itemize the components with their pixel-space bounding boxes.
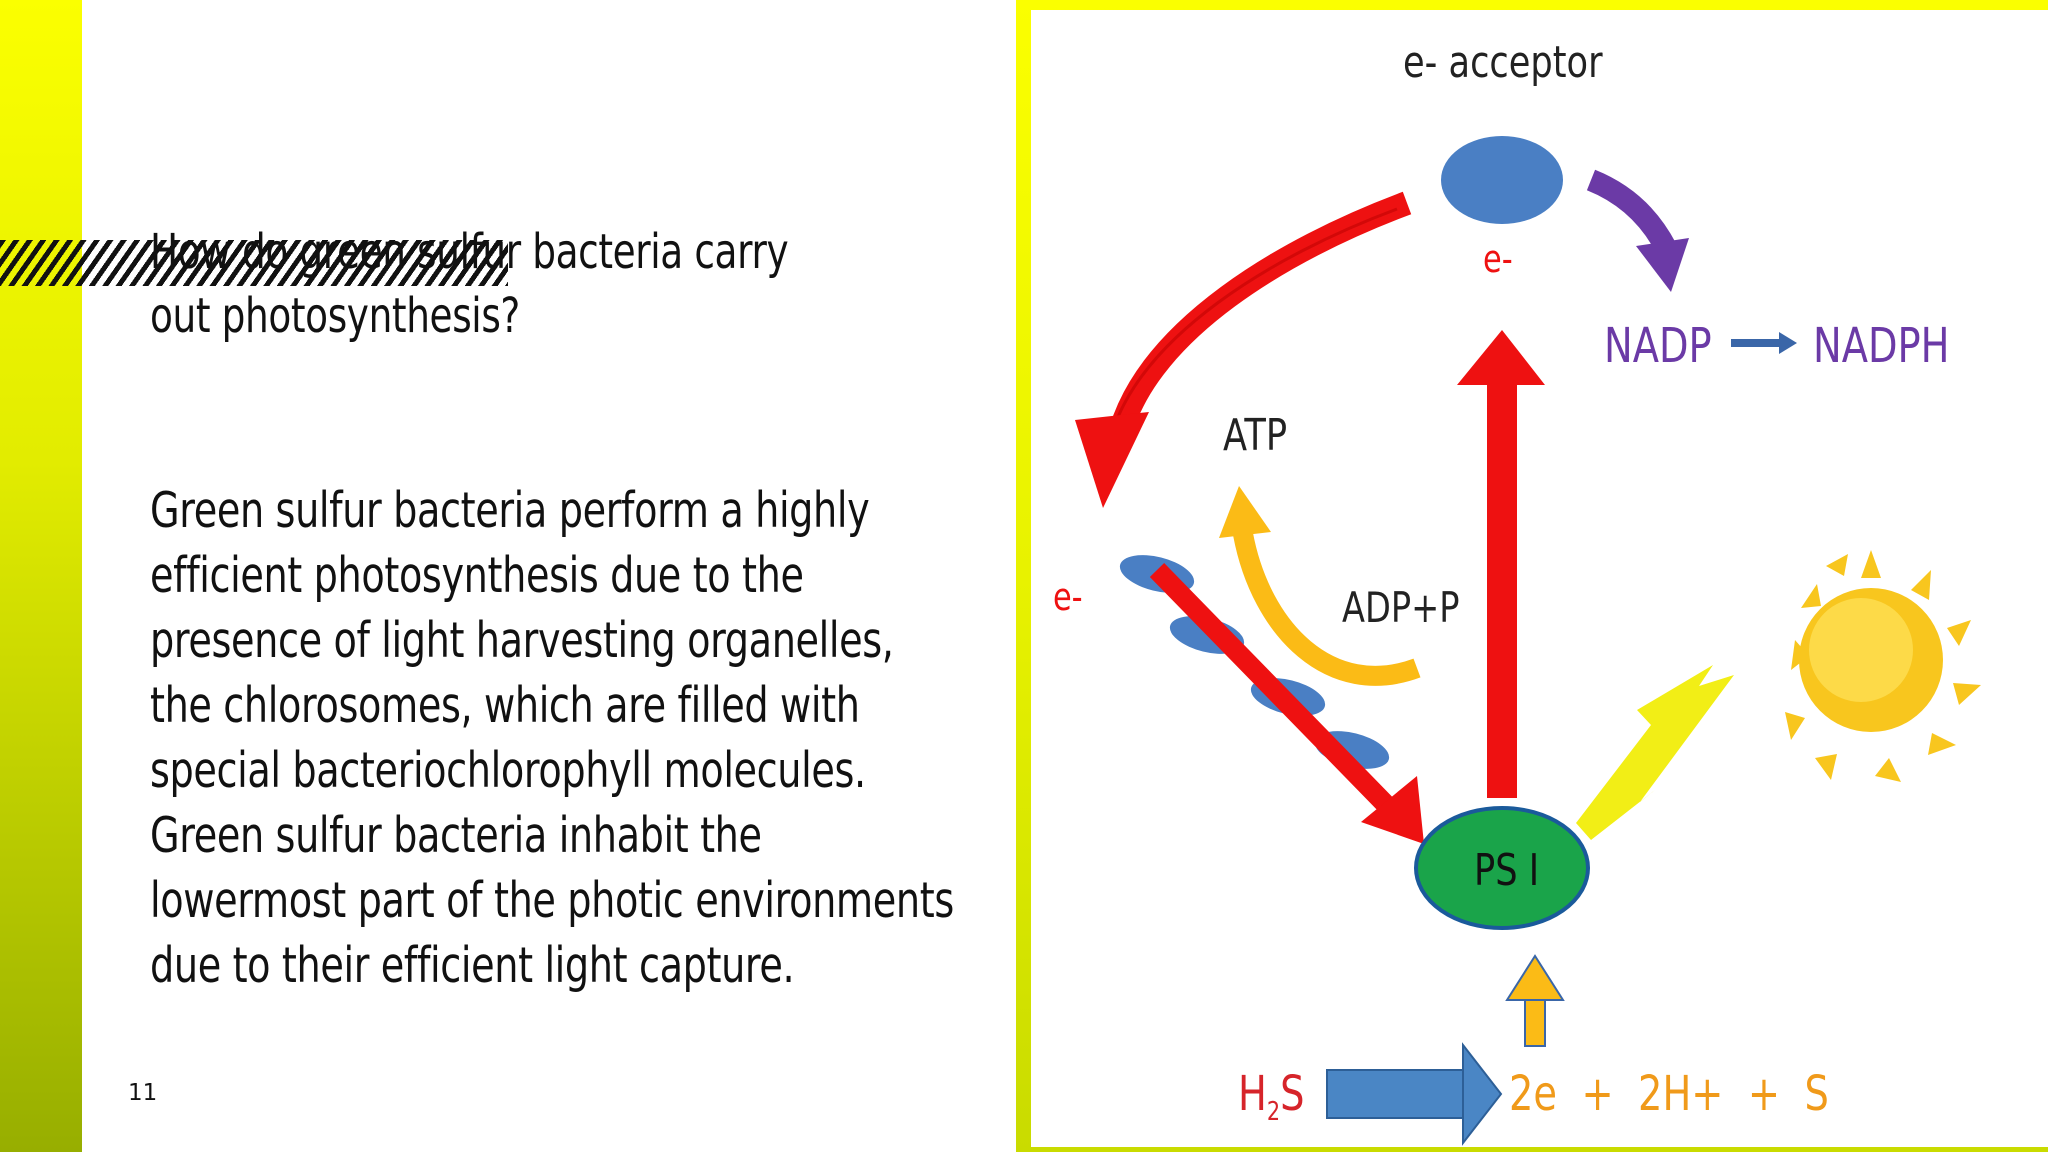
red-diagonal-arrowhead [1361, 776, 1424, 844]
lightning-icon [1576, 665, 1734, 840]
electron-label-left: e- [1053, 576, 1083, 620]
blue-arrow [1326, 1069, 1466, 1119]
photosynthesis-diagram: e- acceptor e- NADP NADPH ATP ADP+P e- [1031, 10, 2048, 1147]
psi-label: PS I [1474, 845, 1539, 896]
nadp-label: NADP [1604, 319, 1712, 374]
red-vertical-arrowhead [1457, 330, 1545, 385]
adp-label: ADP+P [1342, 583, 1459, 632]
products-label: 2e + 2H+ + S [1509, 1067, 1829, 1122]
red-diagonal-arrow [1149, 563, 1405, 823]
acceptor-node [1441, 136, 1563, 224]
blue-arrowhead [1462, 1042, 1503, 1146]
nadph-label: NADPH [1813, 319, 1950, 374]
purple-curved-arrow [1586, 169, 1676, 254]
orange-up-arrowhead [1505, 954, 1565, 1001]
orange-curved-arrow [1233, 532, 1421, 686]
nadp-arrowhead [1779, 332, 1797, 354]
electron-label-top: e- [1483, 238, 1513, 282]
left-accent-bar [0, 0, 82, 1152]
slide-title: How do green sulfur bacteria carry out p… [150, 224, 789, 344]
atp-label: ATP [1223, 410, 1287, 461]
acceptor-label: e- acceptor [1403, 37, 1603, 88]
sun-icon [1785, 550, 1981, 782]
title-hatch-decoration [0, 240, 508, 286]
page-number: 11 [128, 1080, 158, 1106]
orange-up-arrow [1524, 995, 1546, 1047]
slide-body-text: Green sulfur bacteria perform a highly e… [150, 482, 954, 994]
red-vertical-arrow [1487, 380, 1517, 798]
psi-node [1414, 806, 1590, 930]
h2s-label: H2S [1238, 1067, 1304, 1127]
purple-arrowhead [1636, 238, 1689, 292]
red-curved-arrowhead [1075, 412, 1149, 508]
orange-arrowhead [1219, 486, 1271, 538]
red-curved-arrow [1109, 191, 1412, 434]
